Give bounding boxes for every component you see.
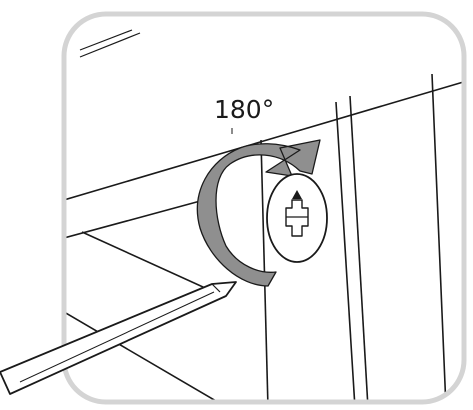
background-line: [79, 32, 141, 58]
curved-arrow-icon: [196, 139, 321, 287]
shelf-edge: [64, 311, 229, 402]
shelf-edge: [64, 199, 205, 239]
screwdriver-icon: [0, 281, 237, 395]
background-line: [79, 29, 133, 51]
panel-edge: [335, 101, 356, 402]
panel-edge: [431, 73, 447, 402]
frame-border: [61, 11, 467, 405]
panel-edge: [349, 95, 369, 402]
shelf-edge: [81, 231, 226, 298]
screw-lock-icon: [266, 173, 328, 263]
cabinet-top-edge: [64, 79, 464, 201]
rotation-label: 180°: [214, 95, 274, 124]
scene: [64, 29, 464, 402]
